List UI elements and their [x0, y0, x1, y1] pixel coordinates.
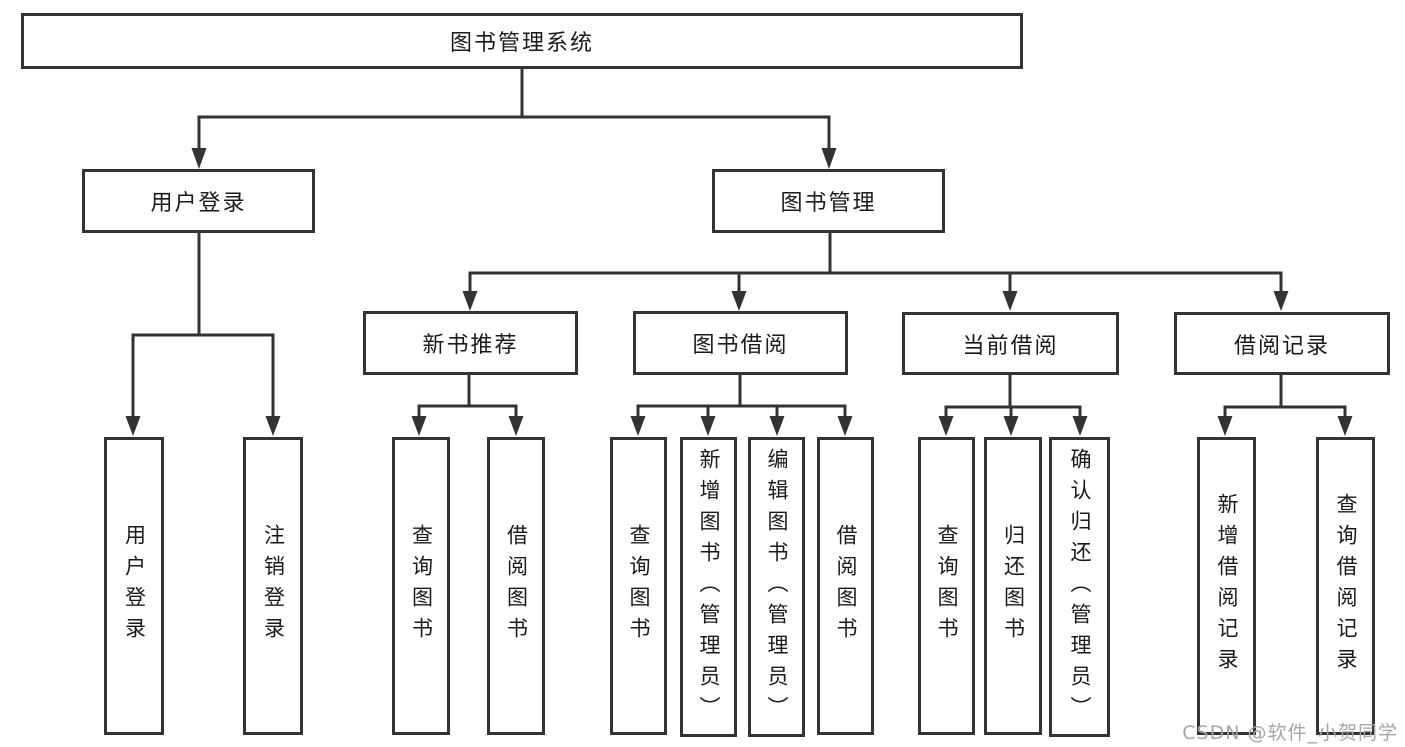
leaf-logout: 注销登录: [243, 437, 303, 735]
node-book-borrowing: 图书借阅: [633, 311, 848, 375]
edge-root-to-level2: [197, 67, 831, 153]
node-root: 图书管理系统: [21, 13, 1023, 69]
leaf-query-books-borrowing: 查询图书: [610, 437, 667, 735]
node-borrowing-records: 借阅记录: [1174, 312, 1390, 375]
edge-newbook-to-leaves: [417, 372, 518, 421]
leaf-query-books-recommend: 查询图书: [392, 437, 450, 735]
leaf-return-books: 归还图书: [984, 437, 1042, 735]
leaf-edit-books-admin: 编辑图书（管理员）: [748, 437, 805, 737]
leaf-user-login: 用户登录: [104, 437, 164, 735]
node-user-login: 用户登录: [82, 169, 315, 233]
node-book-management: 图书管理: [712, 169, 945, 233]
csdn-watermark: CSDN @软件_小贺同学: [1182, 722, 1398, 744]
leaf-add-borrow-record: 新增借阅记录: [1197, 437, 1256, 735]
leaf-confirm-return-admin: 确认归还（管理员）: [1049, 437, 1110, 737]
edge-records-to-leaves: [1223, 373, 1347, 421]
leaf-query-books-current: 查询图书: [918, 437, 975, 735]
arrowheads: [125, 148, 1353, 436]
leaf-query-borrow-record: 查询借阅记录: [1316, 437, 1375, 735]
leaf-add-books-admin: 新增图书（管理员）: [680, 437, 737, 737]
edge-bookmgmt-to-level3: [468, 231, 1283, 296]
edge-userlogin-to-leaves: [131, 230, 275, 421]
leaf-borrow-books-recommend: 借阅图书: [487, 437, 545, 735]
edge-bookborrow-to-leaves: [636, 373, 847, 421]
node-new-book-recommend: 新书推荐: [363, 311, 578, 375]
leaf-borrow-books-borrowing: 借阅图书: [817, 437, 874, 735]
edge-currentborrow-to-leaves: [944, 373, 1082, 421]
node-current-borrowing: 当前借阅: [902, 312, 1119, 375]
